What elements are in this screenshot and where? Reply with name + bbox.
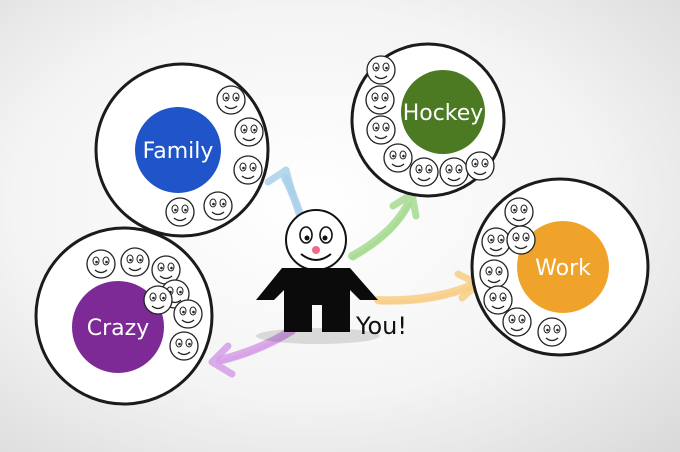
hockey-label: Hockey [403, 101, 484, 126]
crazy-group[interactable]: Crazy [34, 226, 214, 406]
arrow-to-work [374, 270, 482, 305]
family-circle[interactable] [135, 107, 221, 193]
arrow-to-hockey [348, 190, 420, 261]
work-label: Work [535, 256, 591, 281]
person-head-icon [285, 209, 347, 271]
you-figure: You! [256, 209, 407, 344]
arrow-to-crazy [208, 326, 296, 378]
arrow-to-family [264, 166, 304, 220]
person-body-icon [256, 268, 378, 332]
work-circle[interactable] [517, 221, 609, 313]
center-label: You! [355, 312, 407, 340]
crazy-circle[interactable] [72, 281, 164, 373]
family-label: Family [143, 139, 214, 164]
crazy-label: Crazy [87, 316, 149, 341]
hockey-group[interactable]: Hockey [350, 42, 506, 198]
hockey-circle[interactable] [401, 70, 485, 154]
work-group[interactable]: Work [470, 177, 650, 357]
family-group[interactable]: Family [94, 62, 270, 238]
